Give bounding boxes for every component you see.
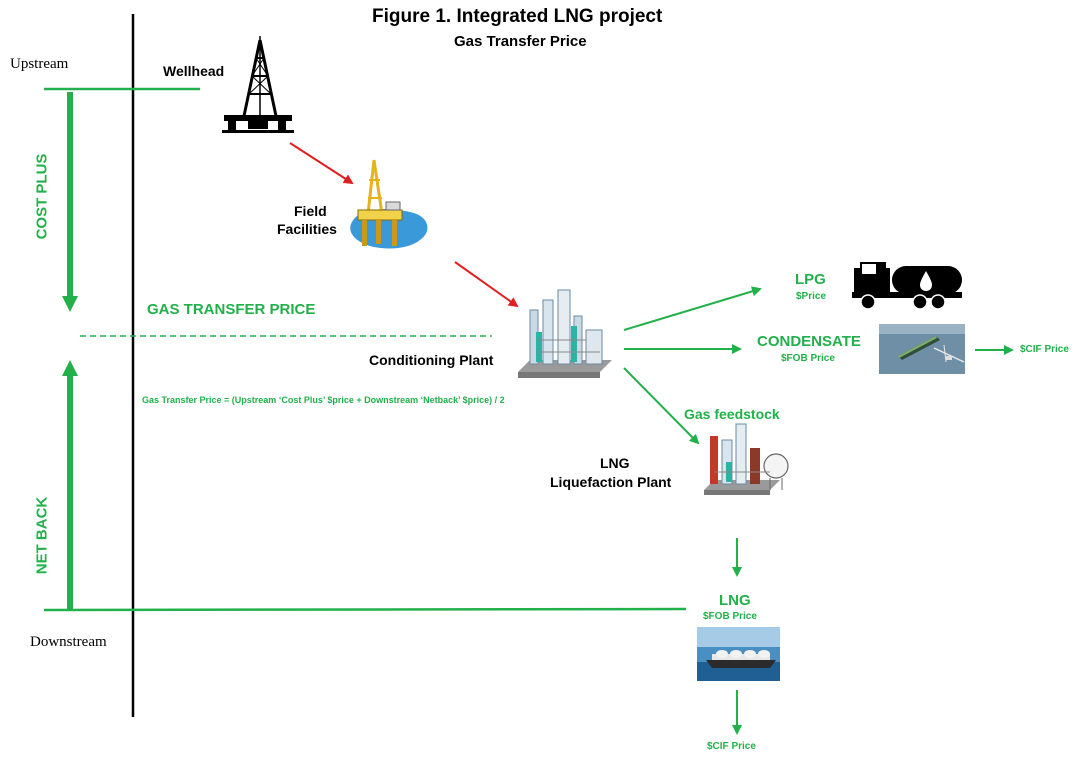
to-lpg-arrow (623, 286, 762, 331)
liquefaction-label-1: LNG (600, 455, 630, 471)
field-facilities-label-2: Facilities (277, 221, 337, 237)
condensate-price-label: $FOB Price (781, 353, 835, 364)
tanker-truck-icon (852, 262, 962, 310)
lng-cif-label: $CIF Price (707, 741, 756, 752)
liquefaction-label-2: Liquefaction Plant (550, 474, 672, 490)
tanker-terminal-photo (879, 324, 965, 374)
formula-text: Gas Transfer Price = (Upstream ‘Cost Plu… (142, 395, 505, 405)
to-liquefaction-arrow (623, 367, 700, 445)
lng-label: LNG (719, 592, 751, 609)
condensate-label: CONDENSATE (757, 333, 861, 350)
diagram-title: Figure 1. Integrated LNG project (372, 6, 663, 27)
cost-plus-label: COST PLUS (33, 153, 51, 240)
lng-carrier-photo (697, 627, 780, 681)
lpg-label: LPG (795, 271, 826, 288)
wellhead-label: Wellhead (163, 63, 225, 79)
drilling-rig-icon (222, 36, 294, 133)
diagram-subtitle: Gas Transfer Price (454, 33, 587, 50)
upstream-label: Upstream (10, 56, 69, 72)
field-to-conditioning-arrow (454, 261, 519, 308)
downstream-line (43, 607, 687, 612)
lng-plant-icon (704, 423, 789, 495)
field-facilities-label-1: Field (294, 203, 327, 219)
net-back-label: NET BACK (33, 496, 51, 575)
downstream-label: Downstream (30, 634, 107, 650)
wellhead-to-field-arrow (289, 142, 354, 185)
condensate-cif-label: $CIF Price (1020, 344, 1069, 355)
conditioning-plant-label: Conditioning Plant (369, 352, 494, 368)
lpg-price-label: $Price (796, 291, 827, 302)
gas-transfer-price-label: GAS TRANSFER PRICE (147, 301, 316, 318)
gas-plant-icon (518, 289, 612, 378)
lng-fob-label: $FOB Price (703, 611, 757, 622)
gas-feedstock-label: Gas feedstock (684, 406, 780, 422)
offshore-platform-icon (350, 159, 428, 249)
